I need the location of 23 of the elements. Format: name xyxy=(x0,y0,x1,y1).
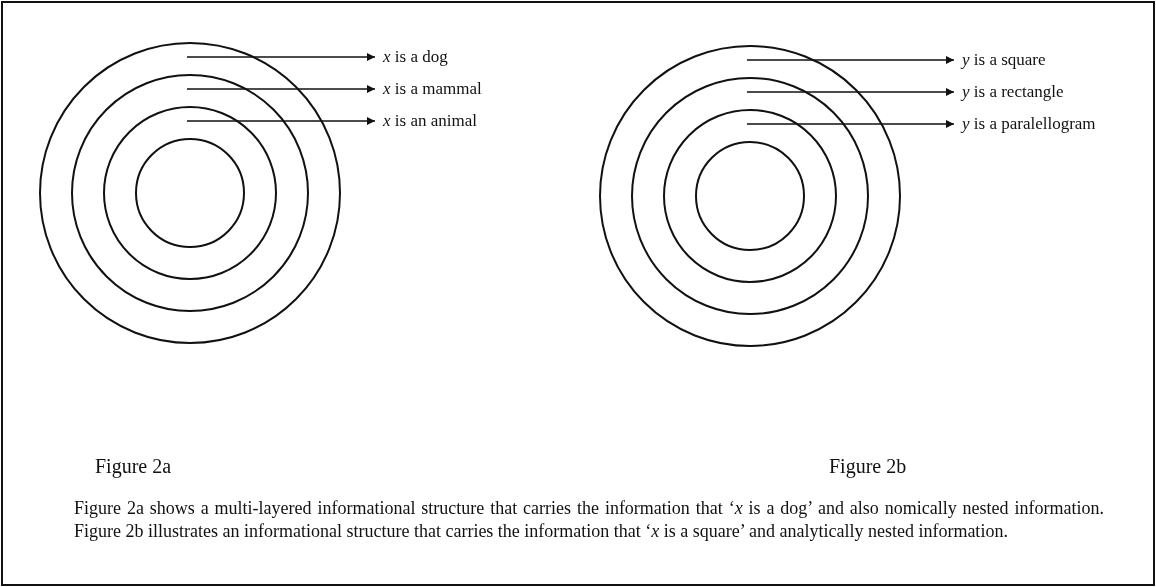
arrow xyxy=(186,53,376,61)
circle xyxy=(39,42,341,344)
circle xyxy=(695,141,805,251)
leader-label: x is a dog xyxy=(383,47,448,67)
leader-label: y is a square xyxy=(962,50,1046,70)
leader-label: x is a mammal xyxy=(383,79,482,99)
circle xyxy=(663,109,837,283)
figure-label: Figure 2b xyxy=(829,455,907,478)
arrow xyxy=(746,88,955,96)
caption: Figure 2a shows a multi-layered informational structure that carries the information that ‘x is a dog’ and also nomically nested information. Figure 2b illustrates an informational structure that carries the information that ‘x is a square’ and analytically nested information. xyxy=(74,497,1104,543)
arrow xyxy=(746,120,955,128)
circle xyxy=(135,138,245,248)
leader-label: x is an animal xyxy=(383,111,477,131)
leader-label: y is a paralellogram xyxy=(962,114,1096,134)
arrow xyxy=(746,56,955,64)
leader-label: y is a rectangle xyxy=(962,82,1064,102)
arrow xyxy=(186,85,376,93)
circle xyxy=(599,45,901,347)
arrow xyxy=(186,117,376,125)
figure-label: Figure 2a xyxy=(95,455,172,478)
circle xyxy=(103,106,277,280)
circle xyxy=(71,74,309,312)
circle xyxy=(631,77,869,315)
